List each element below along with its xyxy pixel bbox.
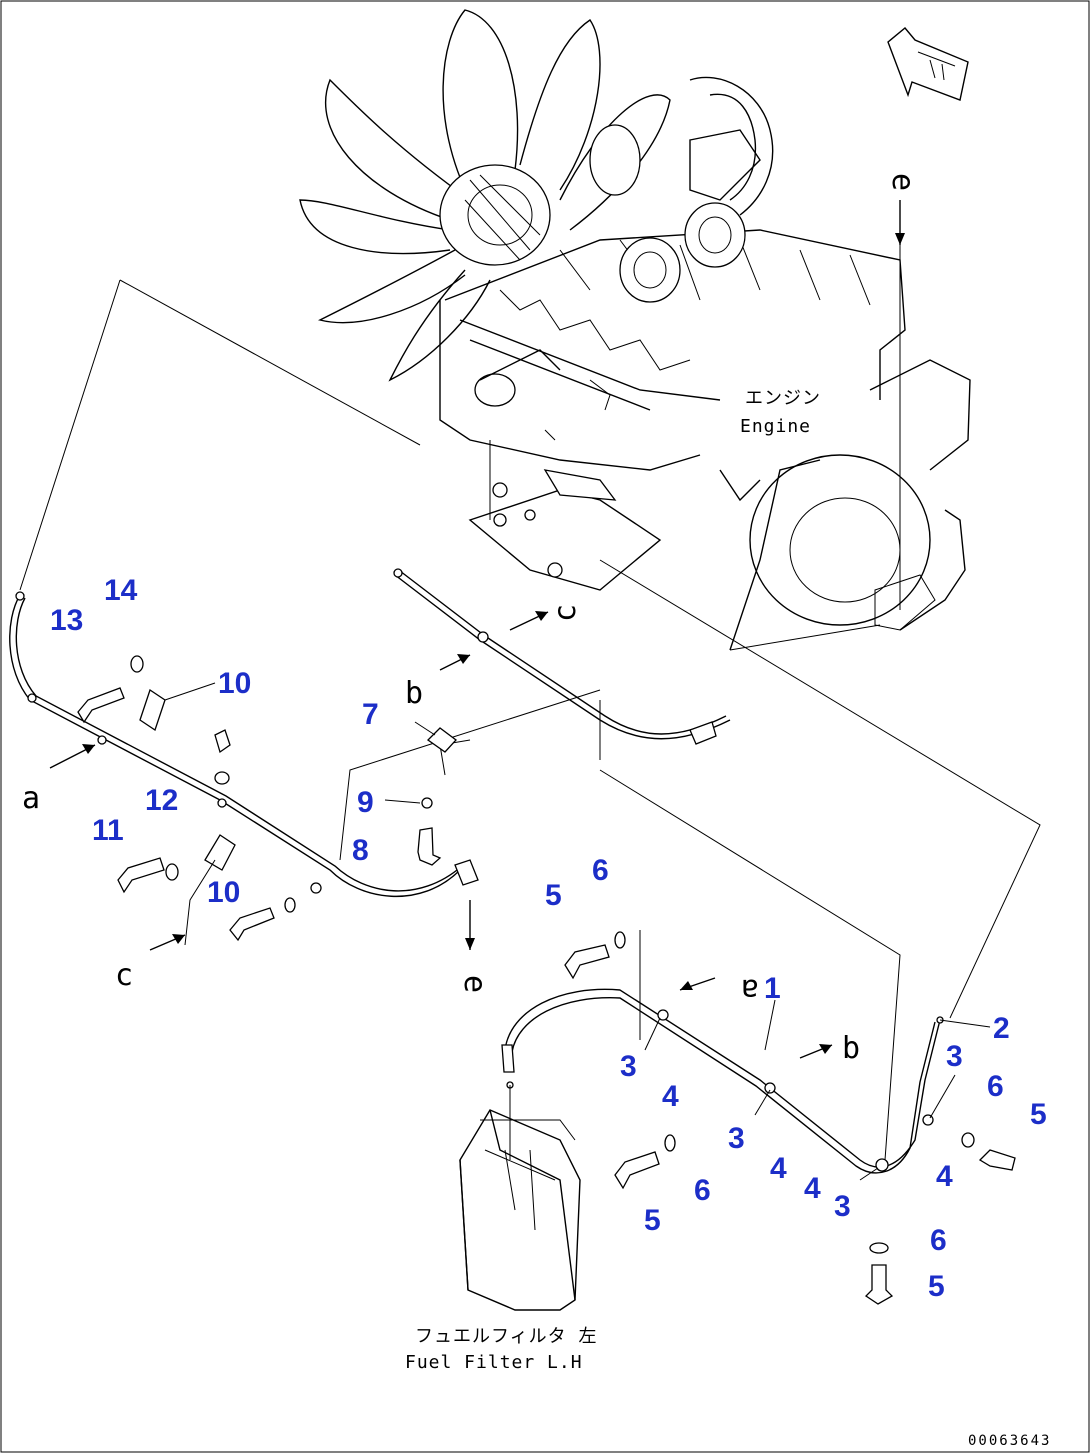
- washer-12-icon: [165, 863, 179, 881]
- fan-icon: [299, 9, 671, 382]
- drawing-code: 00063643: [968, 1433, 1051, 1449]
- fuel-filter-label: フュエルフィルタ 左 Fuel Filter L.H: [405, 1326, 597, 1373]
- callout-9: 9: [357, 786, 374, 819]
- ref-a-left: a: [22, 781, 40, 816]
- ref-a-right: a: [741, 972, 759, 1007]
- washer-6-b-icon: [664, 1134, 676, 1152]
- callout-14: 14: [104, 574, 138, 607]
- front-arrow-icon: [887, 27, 969, 101]
- callout-4-b: 4: [770, 1152, 787, 1185]
- callout-leaders: [164, 682, 956, 1181]
- callout-4-a: 4: [662, 1080, 679, 1113]
- callout-5-a: 5: [545, 879, 562, 912]
- bolt-13-icon: [77, 687, 125, 724]
- ref-e-lower: e: [457, 975, 492, 993]
- filter-en-label: Fuel Filter L.H: [405, 1352, 583, 1373]
- callout-6-d: 6: [930, 1224, 947, 1257]
- engine-en-label: Engine: [740, 416, 811, 437]
- callout-3-c: 3: [728, 1122, 745, 1155]
- part-number-callouts: 14 13 10 7 9 8 12 11 10 6 5 1 2 3 4 3 6 …: [50, 574, 1047, 1303]
- leader-lines: [19, 200, 1041, 1161]
- callout-12: 12: [145, 784, 178, 817]
- ref-c-lower: c: [115, 958, 133, 993]
- fuel-hose-left: [9, 591, 479, 898]
- callout-3-a: 3: [620, 1050, 637, 1083]
- callout-5-d: 5: [928, 1270, 945, 1303]
- washer-6-c-icon: [961, 1132, 975, 1148]
- callout-5-c: 5: [644, 1204, 661, 1237]
- ref-b-right: b: [842, 1031, 860, 1066]
- bolt-5-d-icon: [864, 1264, 894, 1305]
- washer-14-icon: [130, 655, 144, 673]
- clamp-7-icon: [426, 727, 457, 753]
- fuel-hose-right: [501, 988, 944, 1174]
- callout-4-d: 4: [936, 1160, 953, 1193]
- bolt-5-b-icon: [614, 1151, 660, 1190]
- fuel-hose-middle: [393, 568, 731, 745]
- connection-arrows: [49, 200, 991, 1059]
- engine-label: エンジン Engine: [740, 388, 821, 437]
- callout-10-upper: 10: [218, 667, 251, 700]
- ref-c-upper: c: [548, 604, 583, 622]
- callout-6-a: 6: [592, 854, 609, 887]
- callout-10-lower: 10: [207, 876, 240, 909]
- callout-5-b: 5: [1030, 1098, 1047, 1131]
- callout-1: 1: [764, 972, 781, 1005]
- callout-4-c: 4: [804, 1172, 821, 1205]
- ref-e-upper: e: [885, 173, 920, 191]
- callout-2: 2: [993, 1012, 1010, 1045]
- washer-6-a-icon: [614, 931, 626, 949]
- callout-6-b: 6: [987, 1070, 1004, 1103]
- callout-13: 13: [50, 604, 83, 637]
- bolt-8-icon: [417, 827, 442, 866]
- bolt-11-icon: [117, 857, 165, 894]
- engine-illustration: [299, 9, 971, 651]
- washer-6-d-icon: [869, 1242, 889, 1254]
- hardware-parts: [77, 655, 1016, 1305]
- callout-6-c: 6: [694, 1174, 711, 1207]
- callout-3-d: 3: [834, 1190, 851, 1223]
- clamp-10-upper-icon: [139, 688, 166, 732]
- filter-jp-label: フュエルフィルタ 左: [415, 1326, 597, 1347]
- bolt-5-a-icon: [564, 944, 610, 980]
- callout-3-b: 3: [946, 1040, 963, 1073]
- callout-11: 11: [92, 814, 124, 847]
- washer-9-icon: [421, 797, 433, 809]
- callout-8: 8: [352, 834, 369, 867]
- callout-7: 7: [362, 698, 379, 731]
- clamp-10-lower-icon: [204, 834, 236, 871]
- fuel-filter-illustration: [459, 1081, 581, 1311]
- bolt-5-c-icon: [978, 1149, 1016, 1171]
- ref-b-left: b: [405, 676, 423, 711]
- engine-jp-label: エンジン: [745, 388, 821, 409]
